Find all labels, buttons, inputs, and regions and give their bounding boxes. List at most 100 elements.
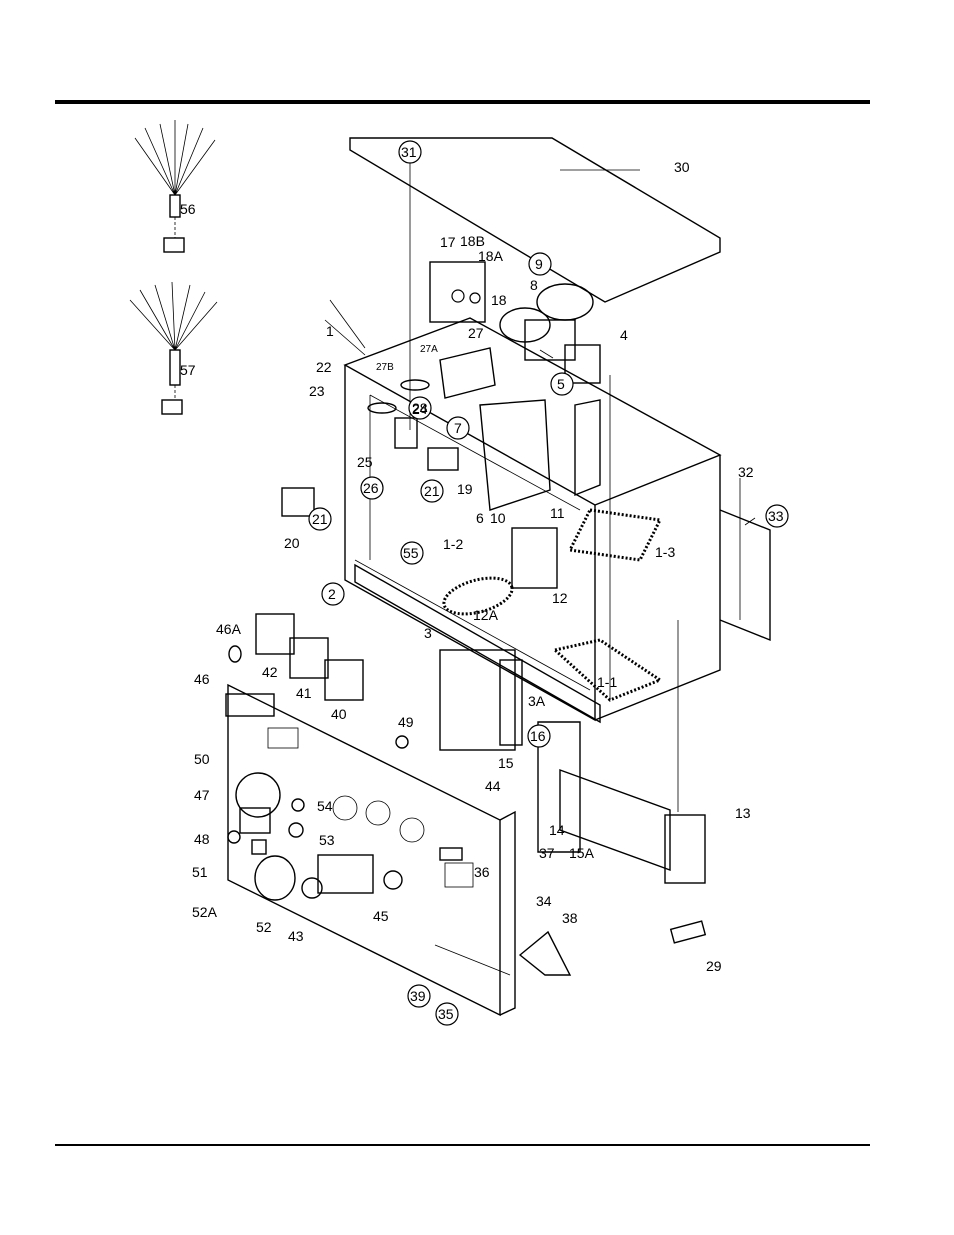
callout-45: 45	[373, 908, 389, 924]
meter-40	[325, 660, 363, 700]
callout-50: 50	[194, 751, 210, 767]
gasket-1-3	[570, 510, 660, 560]
fuse-holder-36	[440, 848, 462, 860]
callout-54: 54	[317, 798, 333, 814]
breaker-3	[440, 650, 515, 750]
contactor-6-10	[512, 528, 557, 588]
switch-51	[252, 840, 266, 854]
callout-34: 34	[536, 893, 552, 909]
callout-48: 48	[194, 831, 210, 847]
callout-31: 31	[401, 144, 417, 160]
main-frame-1	[345, 318, 720, 722]
callout-13: 13	[735, 805, 751, 821]
callout-33: 33	[768, 508, 784, 524]
callout-5: 5	[557, 376, 565, 392]
callout-49: 49	[398, 714, 414, 730]
callout-23: 23	[309, 383, 325, 399]
labels: 31 30 17 18B 18A 9 8 18 1 27 4 27A 27B 2…	[180, 144, 784, 1022]
callout-46: 46	[194, 671, 210, 687]
callout-12: 12	[552, 590, 568, 606]
callout-3: 3	[424, 625, 432, 641]
callout-7: 7	[454, 420, 462, 436]
callout-36: 36	[474, 864, 490, 880]
callout-56: 56	[180, 201, 196, 217]
grommet-53	[289, 823, 303, 837]
wire-harness-56	[135, 120, 215, 252]
callout-35: 35	[438, 1006, 454, 1022]
callout-14: 14	[549, 822, 565, 838]
callout-27a: 27A	[420, 344, 438, 355]
callout-3a: 3A	[528, 693, 546, 709]
callout-18a: 18A	[478, 248, 504, 264]
callout-21a: 21	[424, 483, 440, 499]
callout-20: 20	[284, 535, 300, 551]
callout-52: 52	[256, 919, 272, 935]
lamp-46a	[229, 646, 241, 662]
callout-24: 24	[412, 401, 428, 417]
knob-43	[302, 878, 322, 898]
relay-25	[395, 418, 417, 448]
callout-8: 8	[530, 277, 538, 293]
callout-4: 4	[620, 327, 628, 343]
knob-48	[228, 831, 240, 843]
callout-17: 17	[440, 234, 456, 250]
callout-30: 30	[674, 159, 690, 175]
callout-22: 22	[316, 359, 332, 375]
callout-1-3: 1-3	[655, 544, 675, 560]
callout-46a: 46A	[216, 621, 242, 637]
callout-27b: 27B	[376, 362, 394, 373]
callout-38: 38	[562, 910, 578, 926]
callout-6: 6	[476, 510, 484, 526]
callout-1-2: 1-2	[443, 536, 463, 552]
callout-26: 26	[363, 480, 379, 496]
callout-43: 43	[288, 928, 304, 944]
meter-42	[256, 614, 294, 654]
relay-20	[282, 488, 314, 516]
callout-32: 32	[738, 464, 754, 480]
key-switch-52	[255, 856, 295, 900]
callout-15: 15	[498, 755, 514, 771]
callout-47: 47	[194, 787, 210, 803]
terminal-block	[318, 855, 373, 893]
gasket-1-1	[555, 640, 660, 700]
callout-19: 19	[457, 481, 473, 497]
block-19	[428, 448, 458, 470]
callout-9: 9	[535, 256, 543, 272]
callout-16: 16	[530, 728, 546, 744]
fuse-28	[401, 380, 429, 390]
callout-10: 10	[490, 510, 506, 526]
callout-39: 39	[410, 988, 426, 1004]
callout-51: 51	[192, 864, 208, 880]
switch-handle-13	[665, 815, 705, 883]
callout-21b: 21	[312, 511, 328, 527]
callout-29: 29	[706, 958, 722, 974]
callout-53: 53	[319, 832, 335, 848]
callout-40: 40	[331, 706, 347, 722]
callout-44: 44	[485, 778, 501, 794]
callout-27: 27	[468, 325, 484, 341]
harness-38	[520, 932, 570, 975]
callout-18b: 18B	[460, 233, 485, 249]
callout-25: 25	[357, 454, 373, 470]
callout-37: 37	[539, 845, 555, 861]
part-29	[671, 921, 706, 943]
grommet-54	[292, 799, 304, 811]
callout-41: 41	[296, 685, 312, 701]
wire-harness-57	[130, 282, 217, 414]
fuse-23	[368, 403, 396, 413]
callout-42: 42	[262, 664, 278, 680]
rear-panel-32	[720, 510, 770, 640]
receptacle-50	[236, 773, 280, 817]
callout-12a: 12A	[473, 607, 499, 623]
inner-transformer	[480, 400, 600, 510]
transformers	[430, 262, 600, 398]
callout-1: 1	[326, 323, 334, 339]
callout-18: 18	[491, 292, 507, 308]
front-panel-34	[228, 685, 515, 1015]
grommet-49	[396, 736, 408, 748]
callout-55: 55	[403, 545, 419, 561]
callout-2: 2	[328, 586, 336, 602]
callout-57: 57	[180, 362, 196, 378]
pilot-45	[384, 871, 402, 889]
